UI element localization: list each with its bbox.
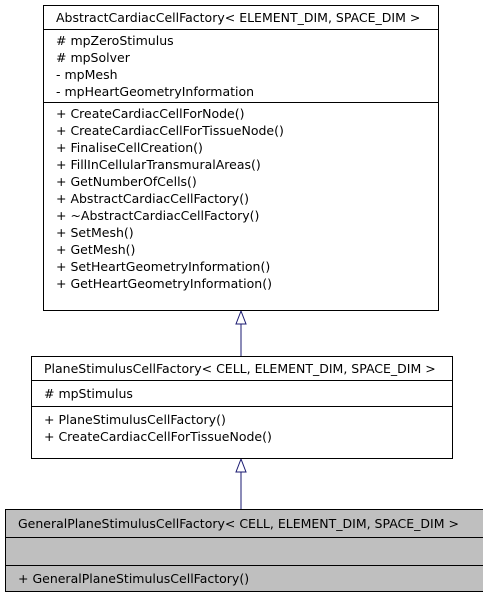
attribute: # mpStimulus [44, 386, 133, 401]
attribute: # mpZeroStimulus [56, 33, 174, 48]
method: + FillInCellularTransmuralAreas() [56, 157, 261, 172]
class-general-plane-stimulus-cell-factory: GeneralPlaneStimulusCellFactory< CELL, E… [5, 509, 483, 592]
method: + GetNumberOfCells() [56, 174, 197, 189]
inheritance-arrow-plane [235, 457, 247, 473]
attribute: - mpHeartGeometryInformation [56, 84, 255, 99]
method: + CreateCardiacCellForNode() [56, 106, 245, 121]
method: + PlaneStimulusCellFactory() [44, 412, 226, 427]
methods-section: + GeneralPlaneStimulusCellFactory() [6, 565, 483, 589]
attribute: - mpMesh [56, 67, 118, 82]
attribute: # mpSolver [56, 50, 130, 65]
attributes-section [6, 537, 483, 565]
methods-section: + CreateCardiacCellForNode() + CreateCar… [44, 102, 438, 294]
method: + GetMesh() [56, 242, 136, 257]
class-abstract-cardiac-cell-factory: AbstractCardiacCellFactory< ELEMENT_DIM,… [43, 5, 439, 311]
class-name: AbstractCardiacCellFactory< ELEMENT_DIM,… [56, 10, 421, 25]
attributes-section: # mpStimulus [32, 380, 452, 406]
method: + GeneralPlaneStimulusCellFactory() [18, 571, 250, 586]
method: + CreateCardiacCellForTissueNode() [44, 429, 272, 444]
methods-section: + PlaneStimulusCellFactory() + CreateCar… [32, 406, 452, 447]
attributes-section: # mpZeroStimulus # mpSolver - mpMesh - m… [44, 29, 438, 102]
method: + CreateCardiacCellForTissueNode() [56, 123, 284, 138]
inheritance-arrow-abstract [235, 309, 247, 325]
method: + SetMesh() [56, 225, 134, 240]
method: + AbstractCardiacCellFactory() [56, 191, 249, 206]
method: + FinaliseCellCreation() [56, 140, 203, 155]
class-name: PlaneStimulusCellFactory< CELL, ELEMENT_… [44, 361, 436, 376]
class-plane-stimulus-cell-factory: PlaneStimulusCellFactory< CELL, ELEMENT_… [31, 356, 453, 459]
method: + ~AbstractCardiacCellFactory() [56, 208, 260, 223]
method: + GetHeartGeometryInformation() [56, 276, 272, 291]
class-name: GeneralPlaneStimulusCellFactory< CELL, E… [18, 516, 459, 531]
method: + SetHeartGeometryInformation() [56, 259, 271, 274]
